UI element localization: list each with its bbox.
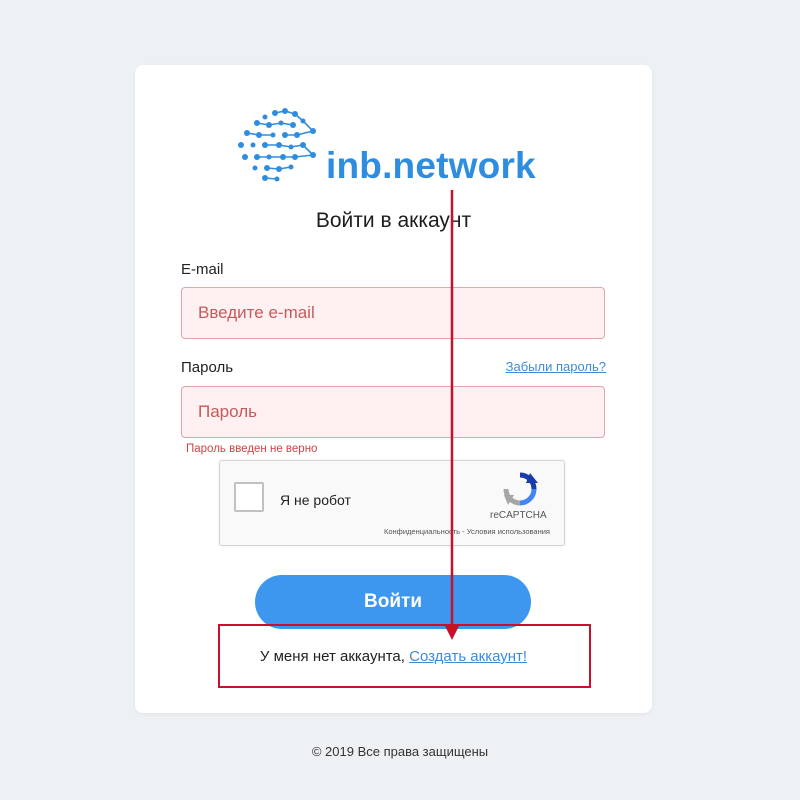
login-button[interactable]: Войти: [255, 575, 531, 629]
recaptcha-widget: Я не робот reCAPTCHA Конфиденциальность …: [219, 460, 565, 546]
captcha-checkbox[interactable]: [234, 482, 264, 512]
annotation-highlight-box: [218, 624, 591, 688]
recaptcha-icon: [503, 472, 538, 506]
footer-copyright: © 2019 Все права защищены: [311, 744, 489, 759]
email-input[interactable]: [181, 287, 605, 339]
no-account-text: У меня нет аккаунта,: [259, 648, 405, 665]
password-error-message: Пароль введен не верно: [186, 443, 318, 455]
login-card: inb.network Войти в аккаунт E-mail Парол…: [135, 65, 652, 713]
brand-name: inb.network: [326, 145, 536, 186]
password-input[interactable]: [181, 386, 605, 438]
signup-prompt: У меня нет аккаунта, Создать аккаунт!: [135, 648, 652, 665]
create-account-link[interactable]: Создать аккаунт!: [409, 648, 528, 665]
captcha-brand: reCAPTCHA: [490, 510, 547, 521]
captcha-privacy-terms[interactable]: Конфиденциальность - Условия использован…: [384, 527, 550, 536]
password-label: Пароль: [181, 359, 234, 376]
network-dots-icon: [238, 108, 316, 182]
captcha-label: Я не робот: [280, 492, 351, 508]
email-label: E-mail: [181, 261, 224, 278]
brand-logo: inb.network: [235, 105, 565, 195]
forgot-password-link[interactable]: Забыли пароль?: [505, 359, 606, 374]
page-title: Войти в аккаунт: [315, 209, 472, 232]
